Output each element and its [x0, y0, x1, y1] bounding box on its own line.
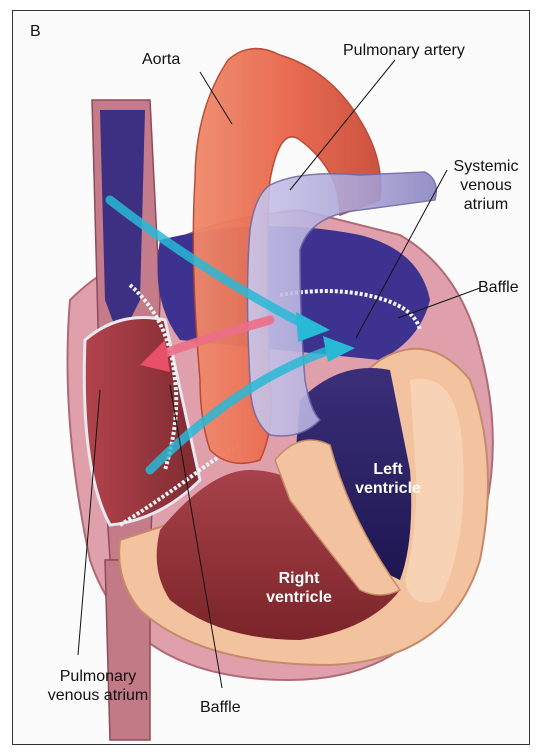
label-systemic-line3: atrium: [446, 195, 526, 214]
label-right-ventricle-line2: ventricle: [254, 588, 344, 607]
label-pulmonary-venous-atrium: Pulmonary venous atrium: [28, 667, 168, 705]
label-systemic-line2: venous: [446, 176, 526, 195]
label-pulmonary-venous-line2: venous atrium: [28, 686, 168, 705]
label-baffle-bottom: Baffle: [200, 698, 241, 717]
label-baffle-right: Baffle: [478, 278, 519, 297]
label-left-ventricle-line2: ventricle: [348, 479, 428, 498]
label-pulmonary-artery: Pulmonary artery: [343, 41, 465, 60]
label-left-ventricle-line1: Left: [348, 460, 428, 479]
label-aorta: Aorta: [142, 50, 180, 69]
label-systemic-line1: Systemic: [446, 157, 526, 176]
label-right-ventricle-line1: Right: [254, 569, 344, 588]
label-systemic-venous-atrium: Systemic venous atrium: [446, 157, 526, 214]
label-left-ventricle: Left ventricle: [348, 460, 428, 498]
panel-label: B: [30, 22, 41, 41]
label-pulmonary-venous-line1: Pulmonary: [28, 667, 168, 686]
label-right-ventricle: Right ventricle: [254, 569, 344, 607]
